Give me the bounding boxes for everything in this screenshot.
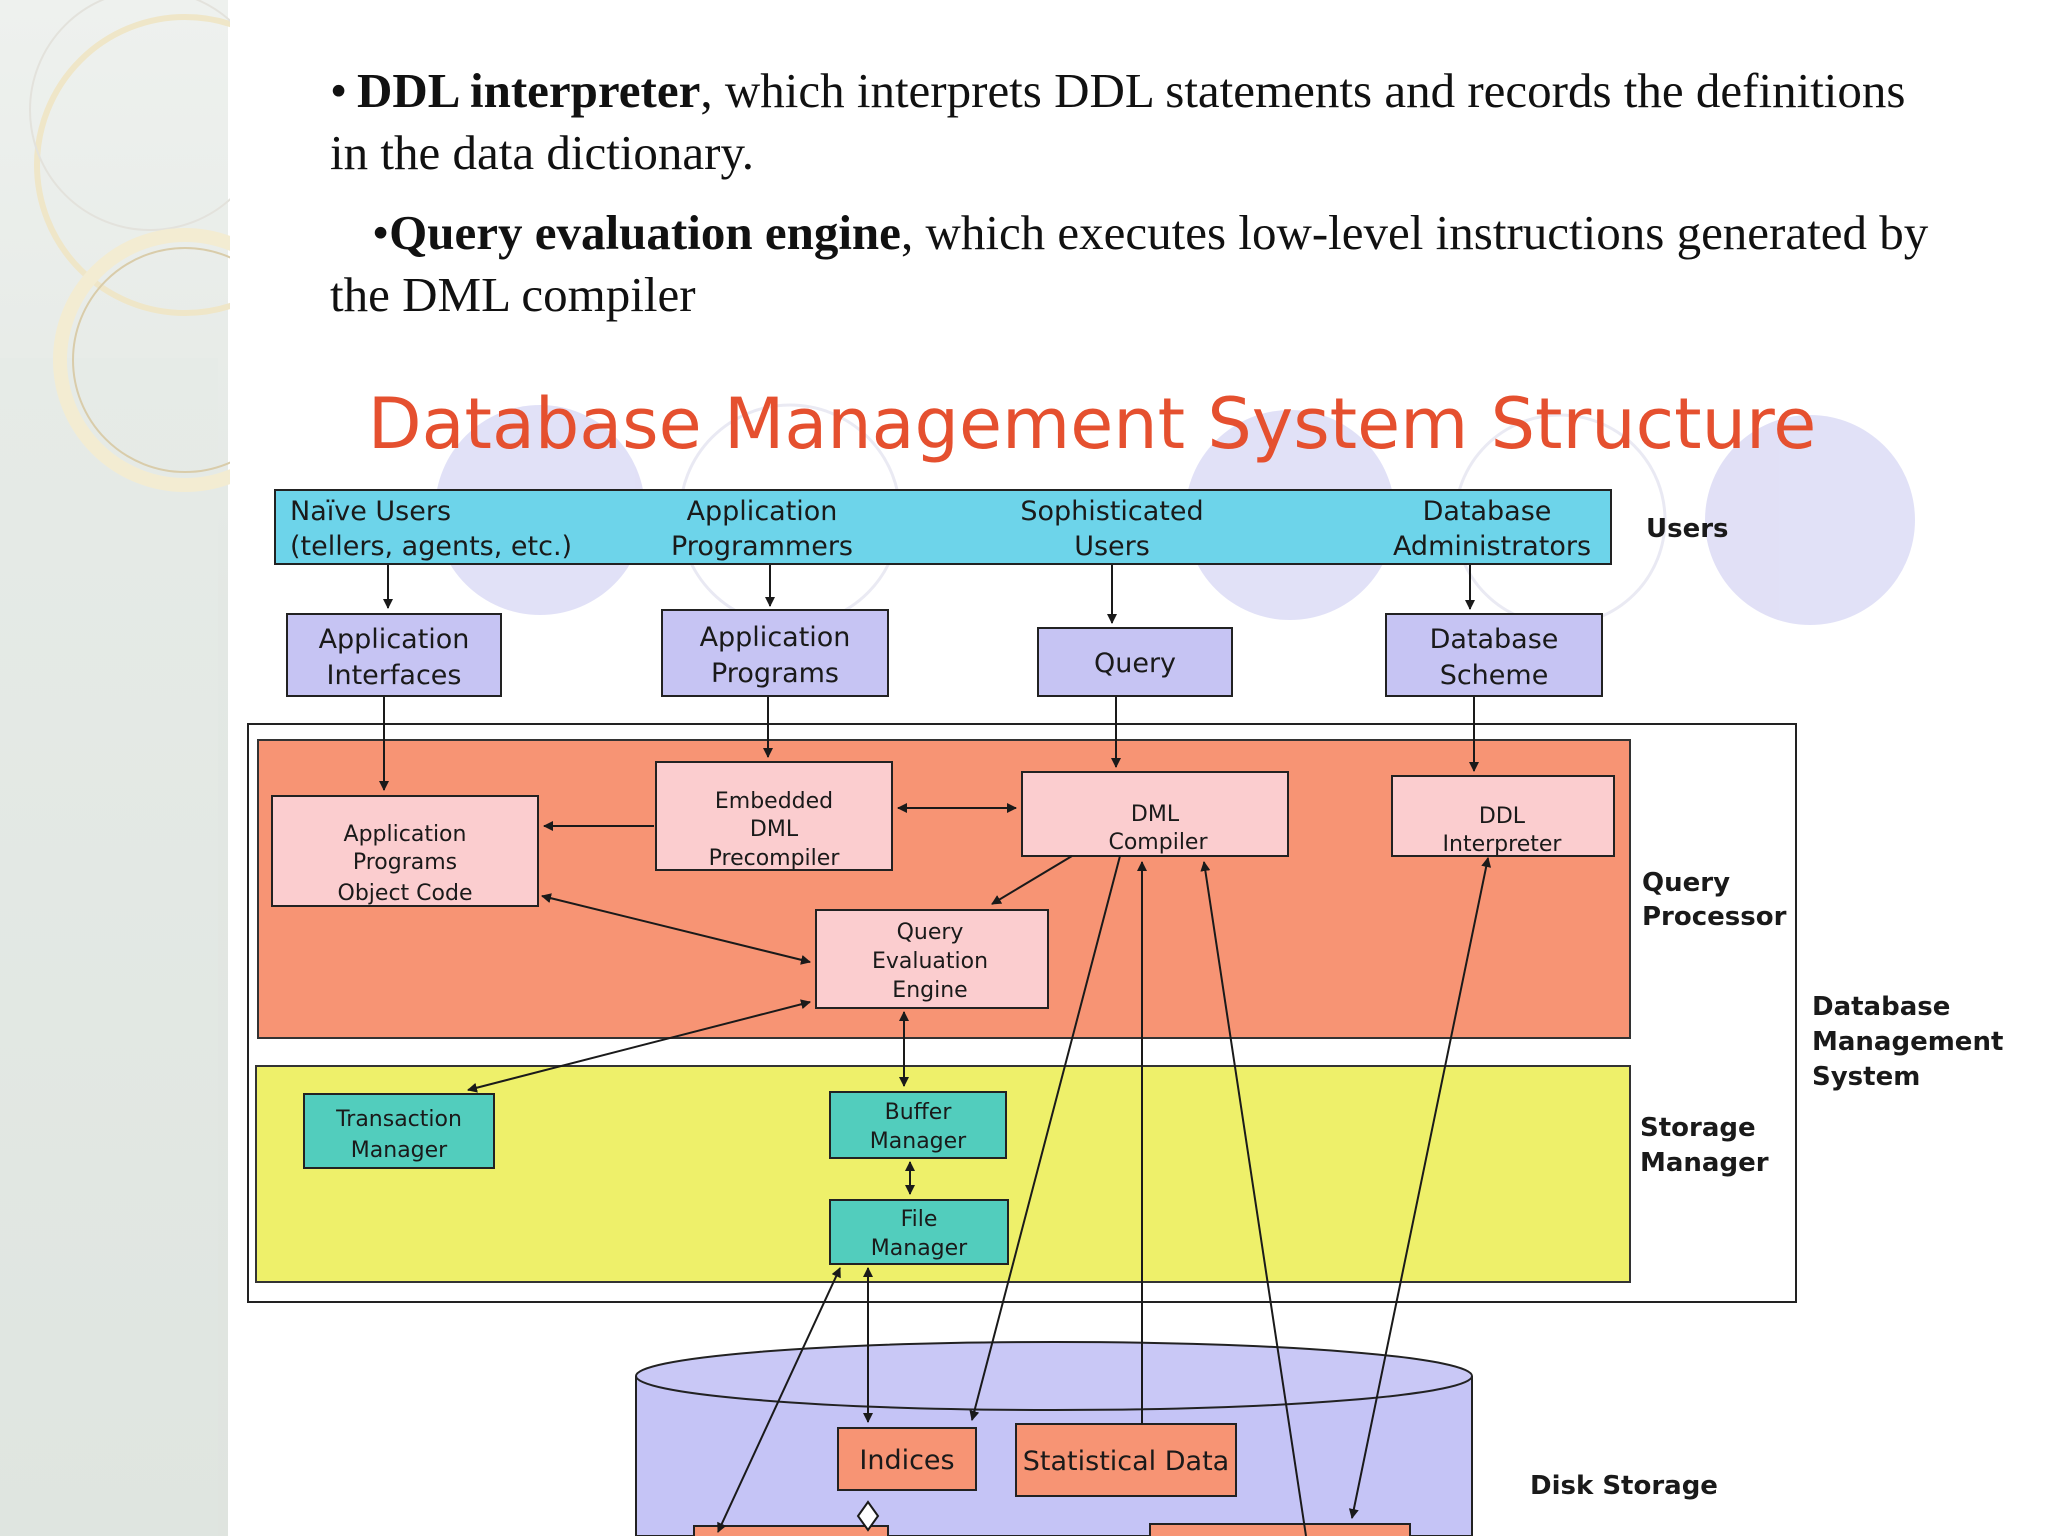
query-processor-label-line2: Processor xyxy=(1642,902,1787,932)
db-admins-line1: Database xyxy=(1423,496,1552,527)
query-eval-engine-line2: Evaluation xyxy=(872,949,988,974)
embedded-dml-box xyxy=(655,761,893,871)
index-diamond-connector xyxy=(856,1500,880,1532)
sophisticated-users-line1: Sophisticated xyxy=(1020,496,1203,527)
arrow-engine-transaction-manager xyxy=(467,999,811,1093)
decorative-ring-faint xyxy=(29,0,230,231)
dbms-label-line2: Management xyxy=(1812,1027,2003,1057)
indices-label: Indices xyxy=(859,1445,954,1476)
app-interfaces-line1: Application xyxy=(319,624,470,655)
transaction-manager-line1: Transaction xyxy=(335,1107,462,1132)
file-manager-line2: Manager xyxy=(871,1236,968,1261)
app-object-code-line1: Application xyxy=(344,822,467,847)
users-band xyxy=(274,489,1612,565)
query-eval-engine-line3: Engine xyxy=(892,978,967,1003)
bullet-query-term: Query evaluation engine xyxy=(389,205,901,260)
app-object-code-line3: Object Code xyxy=(338,881,473,906)
app-object-code-line2: Programs xyxy=(353,850,457,875)
naive-users-line1: Naïve Users xyxy=(290,496,451,527)
statistical-data-box xyxy=(1015,1423,1237,1497)
arrow-file-manager-data-files xyxy=(717,1267,841,1533)
bullet-ddl-description: , which interprets DDL statements and re… xyxy=(330,63,1906,180)
left-decorative-strip-lower xyxy=(0,358,218,1536)
query-eval-engine-line1: Query xyxy=(897,920,964,945)
dbms-frame xyxy=(247,723,1797,1303)
sophisticated-users-line2: Users xyxy=(1074,531,1150,562)
buffer-manager-box xyxy=(829,1091,1007,1159)
ddl-interpreter-line1: DDL xyxy=(1479,804,1526,829)
app-object-code-box xyxy=(271,795,539,907)
naive-users-line2: (tellers, agents, etc.) xyxy=(290,531,572,562)
bullet-query-description: , which executes low-level instructions … xyxy=(330,205,1929,322)
query-label: Query xyxy=(1094,648,1176,679)
arrow-object-code-engine xyxy=(541,893,811,965)
embedded-dml-line3: Precompiler xyxy=(709,846,841,871)
indices-box xyxy=(837,1427,977,1491)
users-label: Users xyxy=(1646,514,1729,544)
dbms-label-line3: System xyxy=(1812,1062,1920,1092)
ddl-interpreter-box xyxy=(1391,775,1615,857)
embedded-dml-line2: DML xyxy=(750,817,799,842)
storage-manager-label-line1: Storage xyxy=(1640,1113,1756,1143)
arrow-dml-compiler-to-indices xyxy=(969,855,1121,1421)
diagram-title: Database Management System Structure xyxy=(368,383,1817,465)
storage-manager-label-line2: Manager xyxy=(1640,1148,1769,1178)
dml-compiler-line1: DML xyxy=(1131,802,1180,827)
app-programs-line1: Application xyxy=(700,622,851,653)
app-interfaces-line2: Interfaces xyxy=(327,660,462,691)
db-admins-line2: Administrators xyxy=(1393,531,1591,562)
decorative-ring-large xyxy=(34,14,230,316)
bullet-ddl-interpreter: • DDL interpreter, which interprets DDL … xyxy=(330,63,1906,180)
transaction-manager-line2: Manager xyxy=(351,1138,448,1163)
dml-compiler-line2: Compiler xyxy=(1108,830,1208,855)
transaction-manager-box xyxy=(303,1093,495,1169)
query-processor-label-line1: Query xyxy=(1642,868,1730,898)
data-files-box-partial xyxy=(693,1525,889,1536)
statistical-data-label: Statistical Data xyxy=(1023,1446,1229,1477)
query-box xyxy=(1037,627,1233,697)
file-manager-line1: File xyxy=(901,1207,938,1232)
decorative-ring-small-inner xyxy=(72,247,230,473)
decorative-rings xyxy=(29,0,230,492)
arrow-ddl-interpreter-data-dictionary xyxy=(1348,857,1492,1519)
arrow-data-dictionary-to-dml-compiler xyxy=(1200,861,1307,1536)
app-programs-line2: Programs xyxy=(711,658,839,689)
app-interfaces-box xyxy=(286,613,502,697)
db-scheme-line1: Database xyxy=(1430,624,1559,655)
disk-storage-label: Disk Storage xyxy=(1530,1471,1718,1501)
db-scheme-line2: Scheme xyxy=(1440,660,1549,691)
app-programmers-line1: Application xyxy=(687,496,838,527)
app-programmers-line2: Programmers xyxy=(671,531,853,562)
embedded-dml-line1: Embedded xyxy=(715,789,833,814)
app-programs-box xyxy=(661,609,889,697)
decorative-ring-small xyxy=(53,228,230,492)
query-eval-engine-box xyxy=(815,909,1049,1009)
disk-cylinder-top xyxy=(635,1341,1473,1411)
bg-circle-5 xyxy=(1705,415,1915,625)
data-dictionary-box-partial xyxy=(1149,1523,1411,1536)
buffer-manager-line2: Manager xyxy=(870,1129,967,1154)
ddl-interpreter-line2: Interpreter xyxy=(1443,832,1563,857)
db-scheme-box xyxy=(1385,613,1603,697)
bullet-query-eval-engine: •Query evaluation engine, which executes… xyxy=(330,205,1929,322)
buffer-manager-line1: Buffer xyxy=(885,1100,953,1125)
dml-compiler-box xyxy=(1021,771,1289,857)
dbms-label-line1: Database xyxy=(1812,992,1950,1022)
arrow-dml-compiler-to-engine xyxy=(991,855,1073,905)
bullet-text-block: • DDL interpreter, which interprets DDL … xyxy=(330,60,1950,326)
file-manager-box xyxy=(829,1199,1009,1265)
bullet-ddl-term: DDL interpreter xyxy=(356,63,701,118)
